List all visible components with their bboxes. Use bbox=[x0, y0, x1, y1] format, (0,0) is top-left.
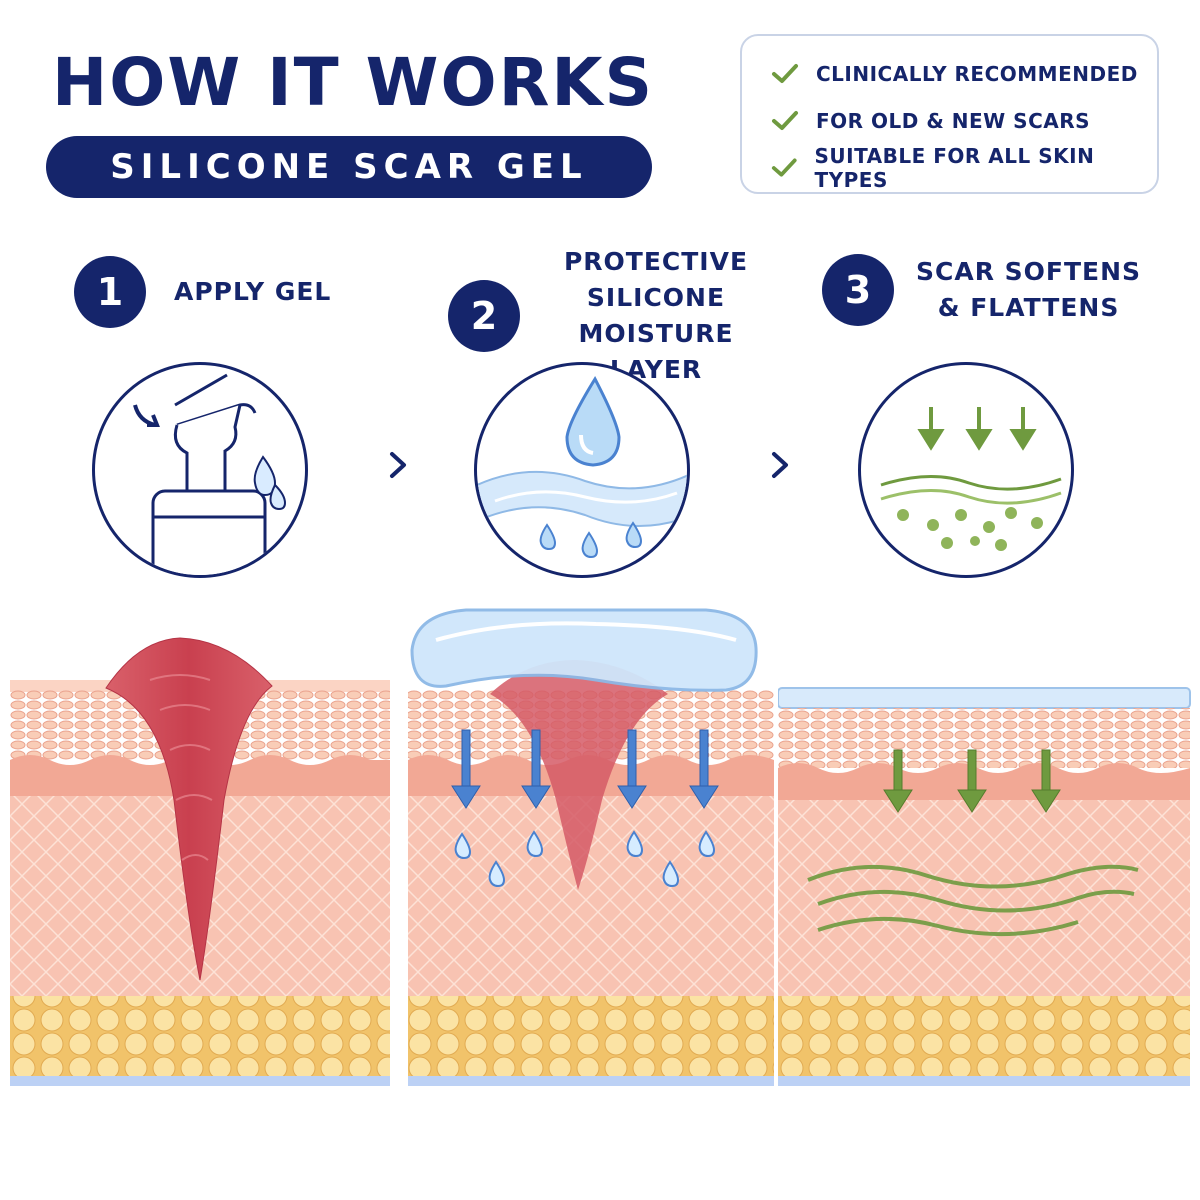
step-3-label-line: & FLATTENS bbox=[937, 293, 1120, 322]
benefits-box: CLINICALLY RECOMMENDED FOR OLD & NEW SCA… bbox=[740, 34, 1159, 194]
page-title: HOW IT WORKS bbox=[52, 44, 655, 121]
benefit-item: CLINICALLY RECOMMENDED bbox=[770, 50, 1157, 97]
skin-section-gel-applied bbox=[408, 608, 774, 1086]
skin-section-scar-raised bbox=[10, 637, 390, 1086]
chevron-right-icon bbox=[390, 452, 406, 478]
flatten-icon bbox=[880, 407, 1062, 551]
check-icon bbox=[771, 158, 797, 177]
step-number-badge: 1 bbox=[74, 256, 146, 328]
step-2-label-line: PROTECTIVE bbox=[563, 247, 749, 276]
gel-pump-icon-circle bbox=[92, 362, 308, 578]
step-1-label: APPLY GEL bbox=[174, 274, 331, 310]
flatten-icon-circle bbox=[858, 362, 1074, 578]
moisture-layer-icon-circle bbox=[474, 362, 690, 578]
check-icon bbox=[772, 63, 798, 83]
gel-pump-icon bbox=[133, 373, 287, 575]
step-number-badge: 3 bbox=[822, 254, 894, 326]
product-name-banner: SILICONE SCAR GEL bbox=[46, 136, 652, 198]
step-3-header: 3 SCAR SOFTENS & FLATTENS bbox=[822, 254, 1141, 326]
skin-section-scar-flattened bbox=[778, 687, 1191, 1086]
step-number-badge: 2 bbox=[448, 280, 520, 352]
benefit-item: SUITABLE FOR ALL SKIN TYPES bbox=[770, 143, 1157, 192]
step-2-label-line: MOISTURE LAYER bbox=[578, 319, 734, 384]
chevron-right-icon bbox=[772, 452, 788, 478]
benefit-text: CLINICALLY RECOMMENDED bbox=[816, 61, 1138, 86]
check-icon bbox=[772, 110, 798, 130]
step-2-label-line: SILICONE bbox=[586, 283, 726, 312]
moisture-layer-icon bbox=[477, 375, 687, 559]
step-2-label: PROTECTIVE SILICONE MOISTURE LAYER bbox=[538, 244, 774, 388]
step-2-header: 2 PROTECTIVE SILICONE MOISTURE LAYER bbox=[448, 244, 774, 388]
benefit-text: FOR OLD & NEW SCARS bbox=[816, 108, 1091, 133]
step-3-label: SCAR SOFTENS & FLATTENS bbox=[916, 254, 1141, 326]
benefit-item: FOR OLD & NEW SCARS bbox=[770, 97, 1157, 144]
step-3-label-line: SCAR SOFTENS bbox=[916, 257, 1142, 286]
benefit-text: SUITABLE FOR ALL SKIN TYPES bbox=[814, 143, 1095, 192]
step-1-label-line: APPLY GEL bbox=[174, 277, 332, 306]
step-1-header: 1 APPLY GEL bbox=[74, 256, 331, 328]
